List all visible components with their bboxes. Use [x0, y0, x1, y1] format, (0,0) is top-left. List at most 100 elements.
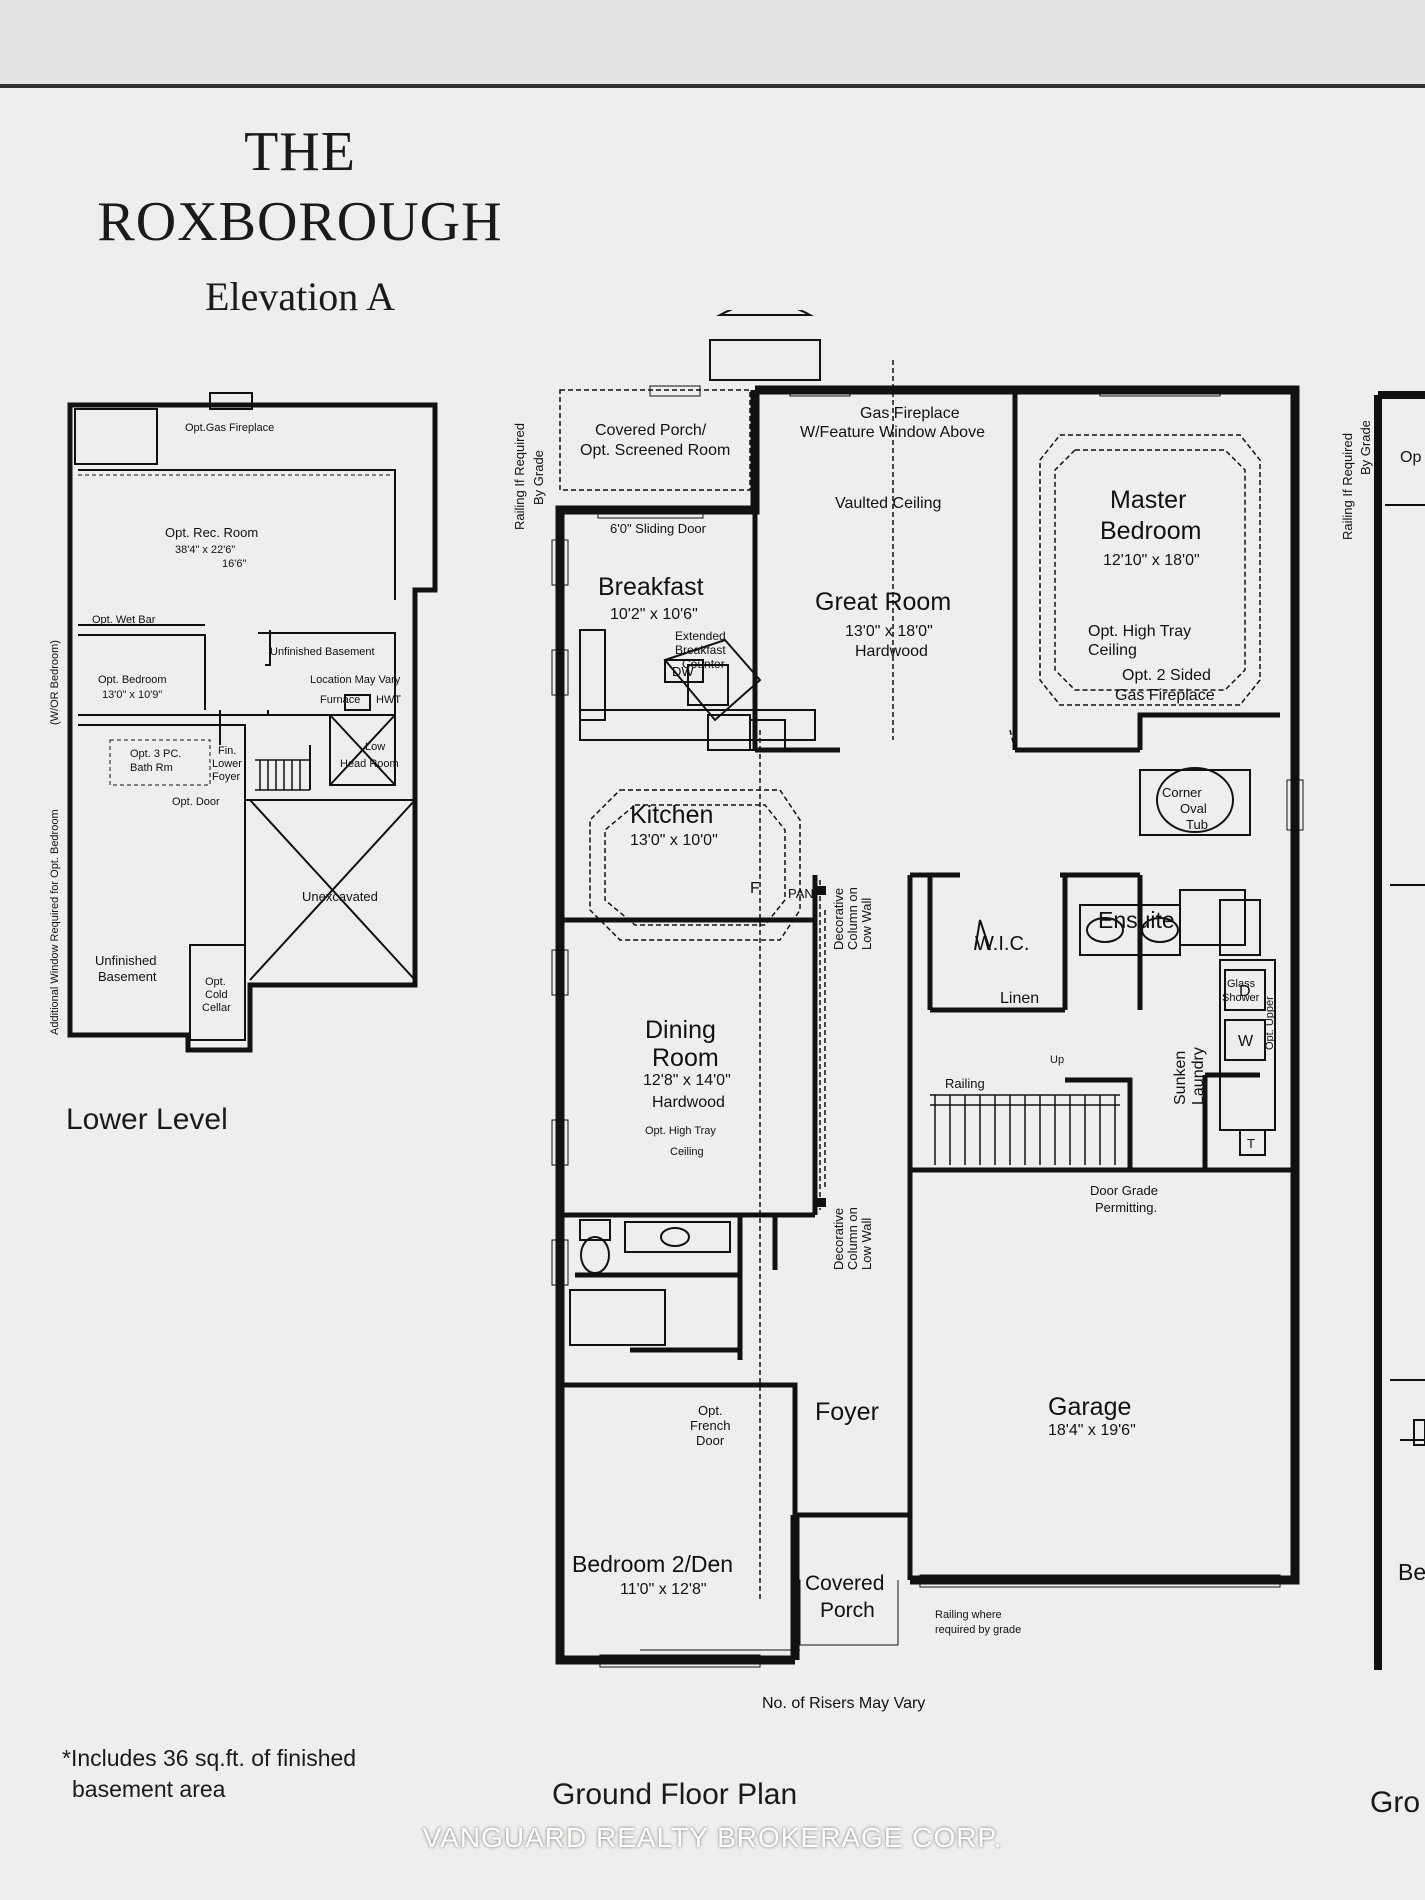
gf-tray-label-2: Ceiling: [1088, 642, 1137, 659]
ll-rec-room-label: Opt. Rec. Room: [165, 525, 258, 540]
gf-sunken-label: Sunken: [1172, 1051, 1189, 1105]
ll-bedroom-dim: 13'0" x 10'9": [102, 689, 162, 701]
gf-deco1-label-c: Low Wall: [859, 898, 874, 950]
gf-sliding-door-label: 6'0" Sliding Door: [610, 521, 707, 536]
adj-be-label: Be: [1398, 1559, 1425, 1585]
gf-master-label: Master: [1110, 486, 1186, 514]
brokerage-watermark: VANGUARD REALTY BROKERAGE CORP.: [422, 1822, 1003, 1853]
gf-wic-label: W.I.C.: [975, 933, 1029, 955]
gf-glass-label: Glass: [1227, 978, 1256, 990]
adj-caption: Gro: [1370, 1786, 1421, 1819]
gf-porch-label-2: Opt. Screened Room: [580, 442, 730, 459]
elevation-subtitle: Elevation A: [205, 274, 395, 319]
top-margin: [0, 0, 1425, 84]
gf-deco2-label-c: Low Wall: [859, 1218, 874, 1270]
gf-foyer-label: Foyer: [815, 1398, 879, 1426]
ground-floor-exterior-walls: [555, 385, 1300, 1665]
gf-breakfast-dim: 10'2" x 10'6": [610, 606, 698, 623]
gf-master-label-2: Bedroom: [1100, 517, 1201, 545]
gf-porch-bottom-label: Porch: [820, 1599, 875, 1622]
gf-railing-label: Railing: [945, 1076, 985, 1091]
ll-unfinished2-label: Unfinished: [95, 953, 156, 968]
adj-op-label: Op: [1400, 449, 1421, 466]
gf-bedroom2-dim: 11'0" x 12'8": [620, 1581, 707, 1598]
gf-kitchen-dim: 13'0" x 10'0": [630, 832, 718, 849]
ll-unfinished-label: Unfinished Basement: [270, 646, 375, 658]
gf-french-label-3: Door: [696, 1433, 725, 1448]
gf-master-dim: 12'10" x 18'0": [1103, 552, 1200, 569]
adj-rail-label: Railing If Required: [1340, 433, 1355, 540]
footnote-line-2: basement area: [72, 1776, 226, 1802]
gf-dining-floor: Hardwood: [652, 1094, 725, 1111]
gf-gas-fireplace-label: Gas Fireplace: [860, 405, 960, 422]
gf-covered-porch-label: Covered: [805, 1572, 884, 1595]
gf-up-label: Up: [1050, 1054, 1064, 1066]
gf-grade-label-2: Permitting.: [1095, 1200, 1157, 1215]
gf-dining-label-2: Room: [652, 1044, 719, 1072]
adjacent-plan-walls: [1374, 391, 1425, 1670]
gf-gas-fireplace-label-2: W/Feature Window Above: [800, 424, 985, 441]
gf-kitchen-label: Kitchen: [630, 801, 713, 829]
title-line-2: ROXBOROUGH: [97, 191, 503, 253]
lower-level-caption: Lower Level: [66, 1103, 228, 1136]
gf-shower-label: Shower: [1222, 992, 1260, 1004]
gf-ext-label-3: Counter: [682, 657, 725, 671]
top-rule: [0, 84, 1425, 88]
gf-dw-label: DW: [672, 664, 694, 679]
ll-bath-label-2: Bath Rm: [130, 762, 173, 774]
lower-level-optional-lines: [78, 474, 390, 786]
gf-breakfast-label: Breakfast: [598, 573, 704, 601]
gf-deco1-label-b: Column on: [845, 887, 860, 950]
title-line-1: THE: [244, 121, 356, 183]
gf-dining-dim: 12'8" x 14'0": [643, 1072, 731, 1089]
gf-ext-label-1: Extended: [675, 629, 726, 643]
gf-linen-label: Linen: [1000, 990, 1039, 1007]
gf-bedroom2-label: Bedroom 2/Den: [572, 1551, 733, 1577]
gf-rail-where-label: Railing where: [935, 1609, 1002, 1621]
adjacent-plan-lines: [1385, 504, 1425, 1446]
gf-rail-where-label-2: required by grade: [935, 1624, 1021, 1636]
ll-rec-room-dim2: 16'6": [222, 558, 246, 570]
ll-location-label: Location May Vary: [310, 674, 401, 686]
gf-sided-label-2: Gas Fireplace: [1115, 687, 1215, 704]
gf-sided-label: Opt. 2 Sided: [1122, 667, 1211, 684]
ground-floor-optional-lines: [559, 360, 1261, 1600]
gf-laundry-label: Laundry: [1190, 1047, 1207, 1105]
ll-foyer-label: Foyer: [212, 771, 240, 783]
ll-unexcavated-label: Unexcavated: [302, 889, 378, 904]
lower-level-stairs: [255, 759, 310, 791]
ll-cold-label-1: Opt.: [205, 976, 226, 988]
footnote-line-1: *Includes 36 sq.ft. of finished: [62, 1745, 357, 1771]
ll-hwt-label: HWT: [376, 694, 401, 706]
gf-vaulted-label: Vaulted Ceiling: [835, 495, 941, 512]
gf-risers-label: No. of Risers May Vary: [762, 1695, 925, 1712]
ll-bath-label: Opt. 3 PC.: [130, 748, 181, 760]
gf-ensuite-label: Ensuite: [1098, 907, 1175, 933]
lower-level-partitions: [74, 392, 416, 1041]
gf-opt-upper-label: Opt. Upper: [1264, 996, 1276, 1050]
ll-door-label: Opt. Door: [172, 796, 220, 808]
ll-fin-label: Fin.: [218, 745, 236, 757]
ground-floor-columns: [817, 886, 826, 1207]
gf-tray-label: Opt. High Tray: [1088, 623, 1191, 640]
gf-porch-label: Covered Porch/: [595, 422, 707, 439]
gf-great-room-label: Great Room: [815, 588, 951, 616]
gf-pantry-label: PAN: [788, 886, 814, 901]
gf-dining-tray: Opt. High Tray: [645, 1125, 716, 1137]
ll-furnace-label: Furnace: [320, 694, 360, 706]
ll-fireplace-label: Opt.Gas Fireplace: [185, 422, 274, 434]
gf-oval-label: Oval: [1180, 801, 1207, 816]
ll-side-note-1: (W/OR Bedroom): [49, 640, 61, 725]
ll-wet-bar-label: Opt. Wet Bar: [92, 614, 156, 626]
gf-garage-label: Garage: [1048, 1393, 1131, 1421]
lower-level-plan: Opt.Gas Fireplace Opt. Rec. Room 38'4" x…: [49, 392, 438, 1053]
adj-rail-label-2: By Grade: [1358, 420, 1373, 475]
gf-rail-left-label-2: By Grade: [531, 450, 546, 505]
ground-floor-interior-walls: [560, 390, 1295, 1580]
gf-grade-label: Door Grade: [1090, 1183, 1158, 1198]
ll-cold-label-2: Cold: [205, 989, 228, 1001]
gf-laundry-tub-label: T: [1247, 1136, 1255, 1151]
ll-low-label: Low: [365, 741, 385, 753]
gf-garage-dim: 18'4" x 19'6": [1048, 1422, 1136, 1439]
